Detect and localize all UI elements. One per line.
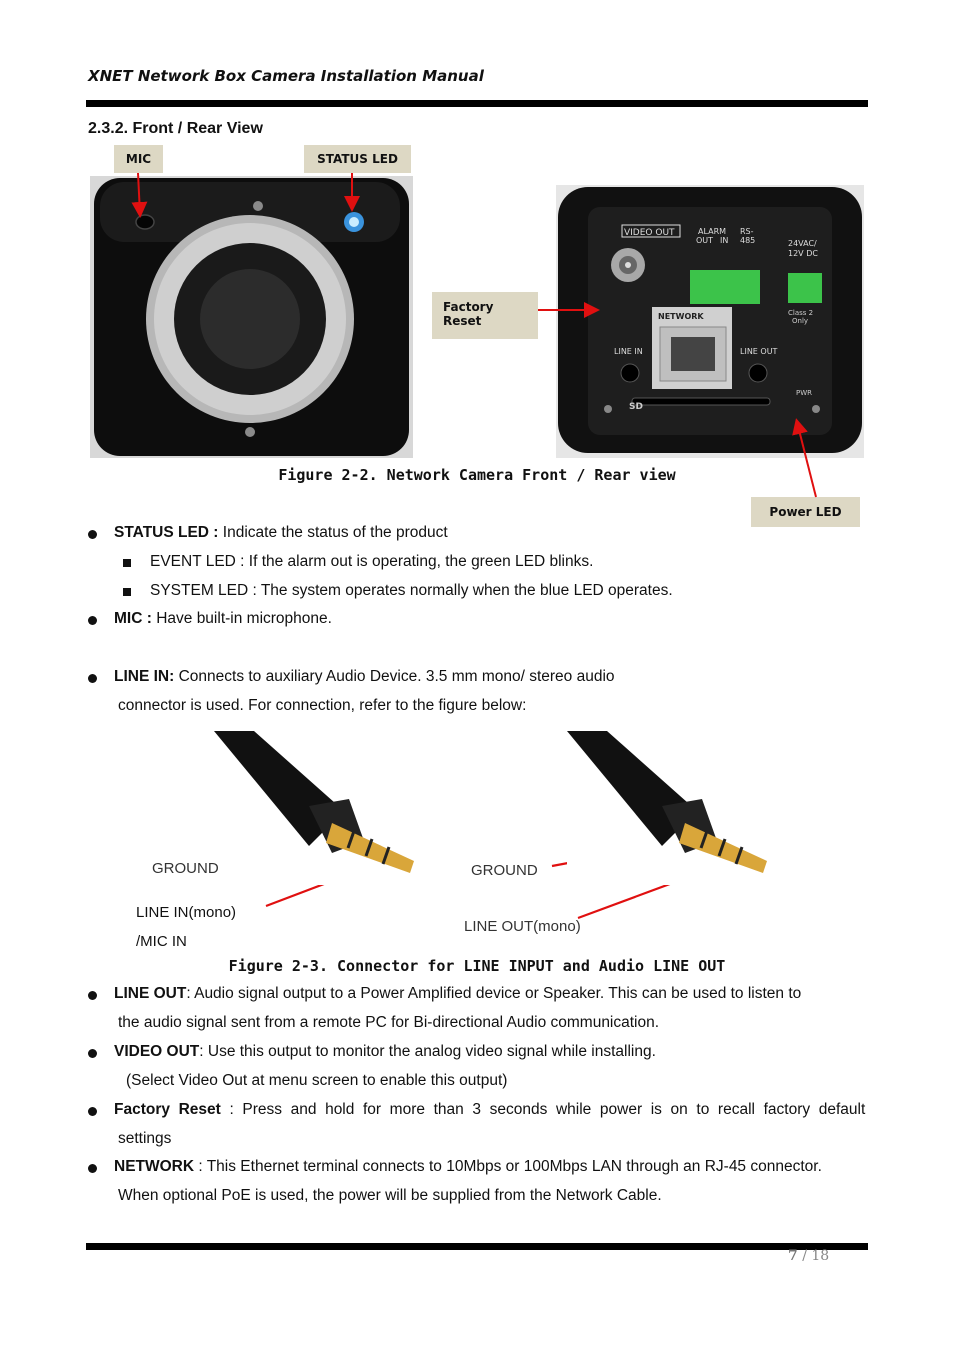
svg-text:24VAC/: 24VAC/ bbox=[788, 239, 817, 248]
bullet-dot bbox=[88, 674, 97, 683]
ground-left-label: GROUND bbox=[152, 860, 219, 877]
factory-reset-tag-line1: Factory bbox=[443, 300, 494, 314]
figure1-caption: Figure 2-2. Network Camera Front / Rear … bbox=[278, 466, 676, 484]
bullet-dot bbox=[88, 1107, 97, 1116]
line-in-item-cont: connector is used. For connection, refer… bbox=[118, 697, 527, 714]
factory-reset-item: Factory Reset : Press and hold for more … bbox=[114, 1101, 866, 1118]
footer-rule bbox=[86, 1243, 868, 1250]
video-out-item-cont: (Select Video Out at menu screen to enab… bbox=[126, 1072, 508, 1089]
svg-text:OUT: OUT bbox=[696, 236, 713, 245]
header-rule bbox=[86, 100, 868, 107]
bullet-square bbox=[123, 588, 131, 596]
svg-text:RS-: RS- bbox=[740, 227, 754, 236]
ground-right-label: GROUND bbox=[471, 862, 538, 879]
document-header-title: XNET Network Box Camera Installation Man… bbox=[88, 67, 484, 85]
rear-video-out-label: VIDEO OUT bbox=[624, 228, 675, 238]
bullet-dot bbox=[88, 616, 97, 625]
page-number: 7 / 18 bbox=[788, 1248, 830, 1264]
svg-text:IN: IN bbox=[720, 236, 728, 245]
line-in-item: LINE IN: Connects to auxiliary Audio Dev… bbox=[114, 668, 615, 685]
status-led-tag: STATUS LED bbox=[304, 145, 411, 173]
section-title: 2.3.2. Front / Rear View bbox=[88, 120, 263, 137]
svg-text:Only: Only bbox=[792, 317, 808, 325]
bullet-dot bbox=[88, 991, 97, 1000]
camera-rear-image: VIDEO OUT ALARM OUT IN RS- 485 24VAC/ 12… bbox=[556, 185, 864, 458]
system-led-item: SYSTEM LED : The system operates normall… bbox=[150, 582, 673, 599]
bullet-dot bbox=[88, 1049, 97, 1058]
factory-reset-tag: Factory Reset bbox=[432, 292, 538, 339]
figure2-caption: Figure 2-3. Connector for LINE INPUT and… bbox=[228, 957, 726, 975]
line-out-item: LINE OUT: Audio signal output to a Power… bbox=[114, 985, 802, 1002]
factory-reset-tag-line2: Reset bbox=[443, 314, 482, 328]
mic-item: MIC : Have built-in microphone. bbox=[114, 610, 332, 627]
bullet-square bbox=[123, 559, 131, 567]
svg-text:485: 485 bbox=[740, 236, 755, 245]
audio-plug-right-image bbox=[567, 731, 777, 885]
audio-plug-left-image bbox=[214, 731, 424, 885]
mic-hole-icon bbox=[135, 214, 155, 230]
status-led-item: STATUS LED : Indicate the status of the … bbox=[114, 524, 448, 541]
network-item: NETWORK : This Ethernet terminal connect… bbox=[114, 1158, 822, 1175]
line-out-mono-label: LINE OUT(mono) bbox=[464, 918, 581, 935]
line-in-mono-label: LINE IN(mono) bbox=[136, 904, 237, 921]
bullet-dot bbox=[88, 1164, 97, 1173]
svg-text:LINE OUT: LINE OUT bbox=[740, 347, 778, 356]
svg-text:12V DC: 12V DC bbox=[788, 249, 818, 258]
svg-text:SD: SD bbox=[629, 402, 643, 412]
svg-text:ALARM: ALARM bbox=[698, 227, 726, 236]
camera-front-image bbox=[90, 176, 413, 458]
alarm-terminal-block bbox=[690, 270, 760, 304]
mic-in-label: /MIC IN bbox=[136, 933, 187, 950]
svg-text:Class 2: Class 2 bbox=[788, 309, 813, 317]
factory-reset-item-cont: settings bbox=[118, 1130, 172, 1147]
line-out-item-cont: the audio signal sent from a remote PC f… bbox=[118, 1014, 660, 1031]
rear-network-label: NETWORK bbox=[658, 312, 704, 321]
bullet-dot bbox=[88, 530, 97, 539]
power-led-tag: Power LED bbox=[751, 497, 860, 527]
power-terminal-block bbox=[788, 273, 822, 303]
network-item-cont: When optional PoE is used, the power wil… bbox=[118, 1187, 662, 1204]
video-out-item: VIDEO OUT: Use this output to monitor th… bbox=[114, 1043, 656, 1060]
mic-tag: MIC bbox=[114, 145, 163, 173]
svg-text:PWR: PWR bbox=[796, 389, 812, 397]
svg-text:LINE IN: LINE IN bbox=[614, 347, 643, 356]
event-led-item: EVENT LED : If the alarm out is operatin… bbox=[150, 553, 594, 570]
